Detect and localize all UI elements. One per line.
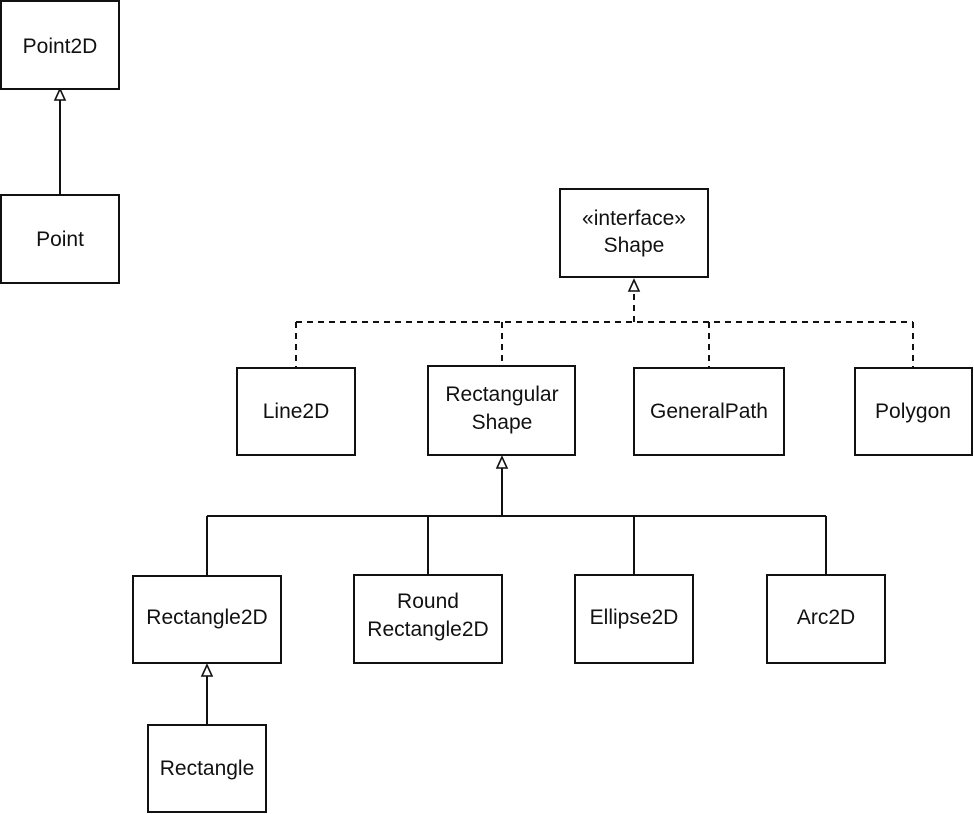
generalization-arrowhead [200, 663, 214, 677]
edges-layer [53, 87, 914, 725]
class-name-point: Point [36, 228, 84, 251]
interface-box-shape: «interface» Shape [559, 188, 709, 278]
class-box-polygon: Polygon [854, 367, 973, 456]
class-name-rectangle: Rectangle [160, 757, 255, 780]
class-box-point2d: Point2D [0, 0, 120, 90]
class-name-round-rectangle2d-line2: Rectangle2D [367, 618, 488, 641]
class-box-round-rectangle2d: Round Rectangle2D [353, 574, 503, 664]
class-box-ellipse2d: Ellipse2D [574, 574, 694, 664]
class-name-round-rectangle2d-line1: Round [397, 590, 459, 613]
generalization-arrowhead [495, 455, 509, 469]
class-name-rectangular-shape-line2: Shape [472, 411, 533, 434]
class-name-arc2d: Arc2D [797, 606, 855, 629]
class-name-rectangle2d: Rectangle2D [146, 606, 267, 629]
stereotype-interface: «interface» [582, 207, 686, 230]
class-name-general-path: GeneralPath [650, 400, 768, 423]
class-name-ellipse2d: Ellipse2D [590, 606, 679, 629]
class-box-point: Point [0, 194, 120, 284]
class-name-polygon: Polygon [875, 400, 951, 423]
class-name-rectangular-shape-line1: Rectangular [445, 383, 558, 406]
class-box-rectangle2d: Rectangle2D [132, 575, 282, 664]
class-name-point2d: Point2D [23, 35, 98, 58]
realization-arrowhead [627, 278, 641, 292]
class-box-general-path: GeneralPath [633, 367, 785, 456]
class-box-rectangle: Rectangle [147, 724, 267, 813]
generalization-arrowhead [53, 87, 67, 101]
class-name-shape: Shape [604, 234, 665, 257]
class-box-arc2d: Arc2D [766, 574, 886, 664]
class-box-rectangular-shape: Rectangular Shape [427, 365, 576, 456]
class-name-line2d: Line2D [263, 400, 330, 423]
class-box-line2d: Line2D [236, 367, 356, 456]
